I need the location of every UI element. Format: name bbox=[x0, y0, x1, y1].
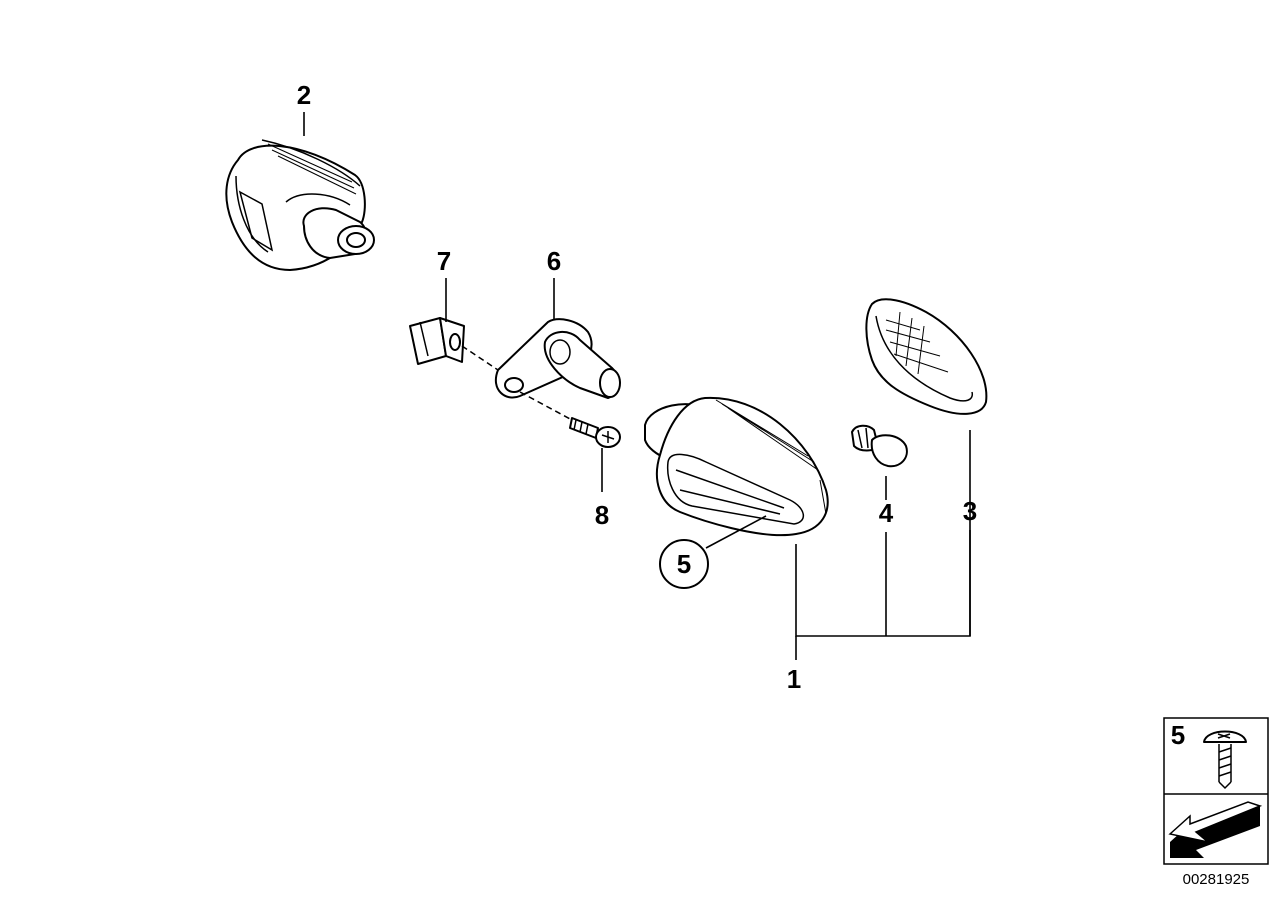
part-7-clip-nut[interactable] bbox=[409, 317, 465, 365]
diagram-reference-number: 00281925 bbox=[1183, 871, 1250, 888]
inset-label: 5 bbox=[1171, 720, 1185, 750]
callout-5: 5 bbox=[677, 549, 691, 579]
callout-7: 7 bbox=[437, 246, 451, 276]
part-1-turn-signal-assembly[interactable] bbox=[644, 396, 829, 537]
inset-panel: 5 bbox=[1163, 717, 1269, 865]
callout-2: 2 bbox=[297, 80, 311, 110]
direction-arrow-icon bbox=[1168, 801, 1263, 858]
callout-8: 8 bbox=[595, 500, 609, 530]
callout-3: 3 bbox=[963, 496, 977, 526]
leader-lines bbox=[303, 112, 971, 660]
callout-6: 6 bbox=[547, 246, 561, 276]
callout-4: 4 bbox=[879, 498, 894, 528]
part-2-turn-signal-housing[interactable] bbox=[225, 139, 375, 271]
assembly-axis-line bbox=[461, 345, 573, 421]
callout-5-circle bbox=[659, 539, 709, 589]
part-6-bulb-holder[interactable] bbox=[495, 318, 621, 399]
part-8-screw[interactable] bbox=[569, 417, 621, 448]
callout-1: 1 bbox=[787, 664, 801, 694]
screw-icon bbox=[1203, 730, 1247, 790]
part-3-lens[interactable] bbox=[865, 298, 988, 415]
part-4-bulb[interactable] bbox=[851, 424, 908, 468]
